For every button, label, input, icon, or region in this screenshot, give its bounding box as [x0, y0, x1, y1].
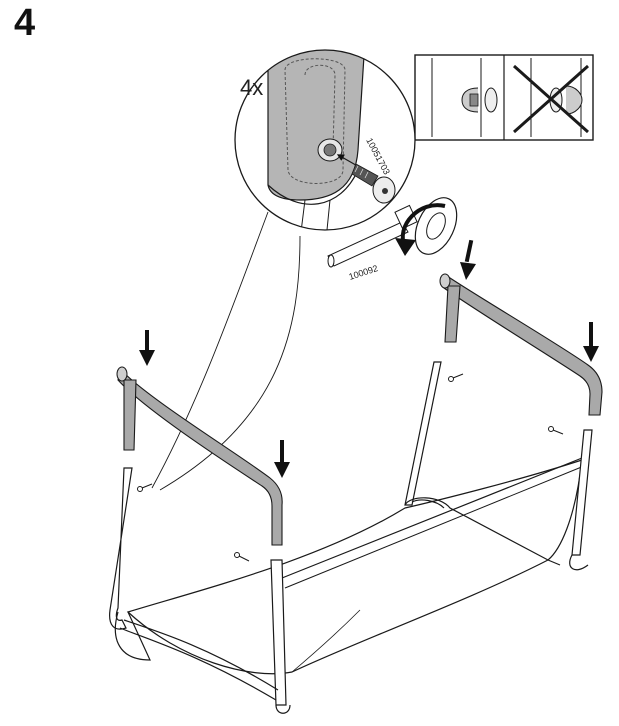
pin-part — [327, 204, 418, 268]
fabric-sling — [126, 459, 583, 675]
rotate-arrow-icon — [395, 203, 446, 256]
down-arrow-icon — [583, 322, 599, 362]
quantity-label: 4x — [240, 75, 263, 100]
down-arrow-icon — [139, 330, 155, 366]
step-number: 4 — [14, 2, 36, 44]
right-armrest-tube — [439, 273, 603, 416]
bolt-part — [351, 163, 396, 204]
orientation-inset — [414, 54, 594, 141]
pin-part-number: 100092 — [348, 263, 380, 282]
washer-part — [414, 197, 458, 255]
incorrect-orientation — [513, 58, 589, 137]
stand-frame — [109, 361, 593, 714]
down-arrow-icon — [274, 440, 290, 478]
down-arrow-icon — [460, 239, 476, 280]
correct-orientation — [431, 58, 498, 137]
left-armrest-tube — [116, 366, 283, 546]
detail-callout: 4x 10051703 100092 — [151, 49, 458, 491]
screw-markers — [137, 373, 564, 562]
x-mark-icon — [513, 64, 589, 134]
